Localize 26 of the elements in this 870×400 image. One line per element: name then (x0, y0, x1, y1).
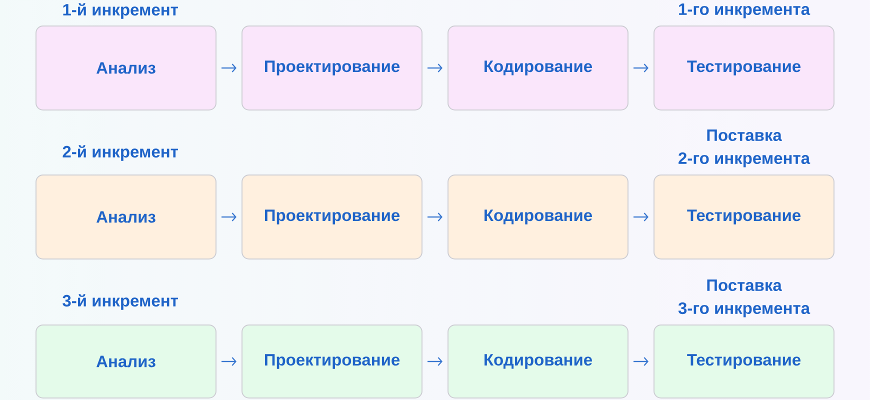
process-box: Кодирование (448, 324, 628, 398)
process-box: Проектирование (242, 26, 422, 110)
delivery-label: Поставка 2-го инкремента (678, 130, 810, 168)
increment-label: 3-й инкремент (62, 294, 178, 310)
process-box: Кодирование (448, 174, 628, 260)
arrow (428, 357, 442, 366)
process-box: Анализ (36, 174, 216, 260)
arrow (222, 64, 236, 72)
process-box: Тестирование (654, 174, 834, 260)
process-box: Кодирование (448, 26, 628, 110)
delivery-label: Поставка 3-го инкремента (678, 280, 810, 318)
process-box: Проектирование (242, 324, 422, 398)
process-box: Анализ (36, 324, 216, 398)
arrow (634, 357, 648, 366)
process-box: Тестирование (654, 26, 834, 110)
arrow (634, 64, 648, 72)
delivery-label: 1-го инкремента (679, 4, 810, 18)
arrow (634, 212, 648, 222)
arrow (428, 212, 442, 222)
increment-label: 2-й инкремент (62, 145, 178, 161)
arrow (428, 64, 442, 72)
arrow (222, 357, 236, 366)
process-box: Проектирование (242, 174, 422, 260)
process-box: Анализ (36, 26, 216, 110)
process-box: Тестирование (654, 324, 834, 398)
arrow (222, 212, 236, 222)
